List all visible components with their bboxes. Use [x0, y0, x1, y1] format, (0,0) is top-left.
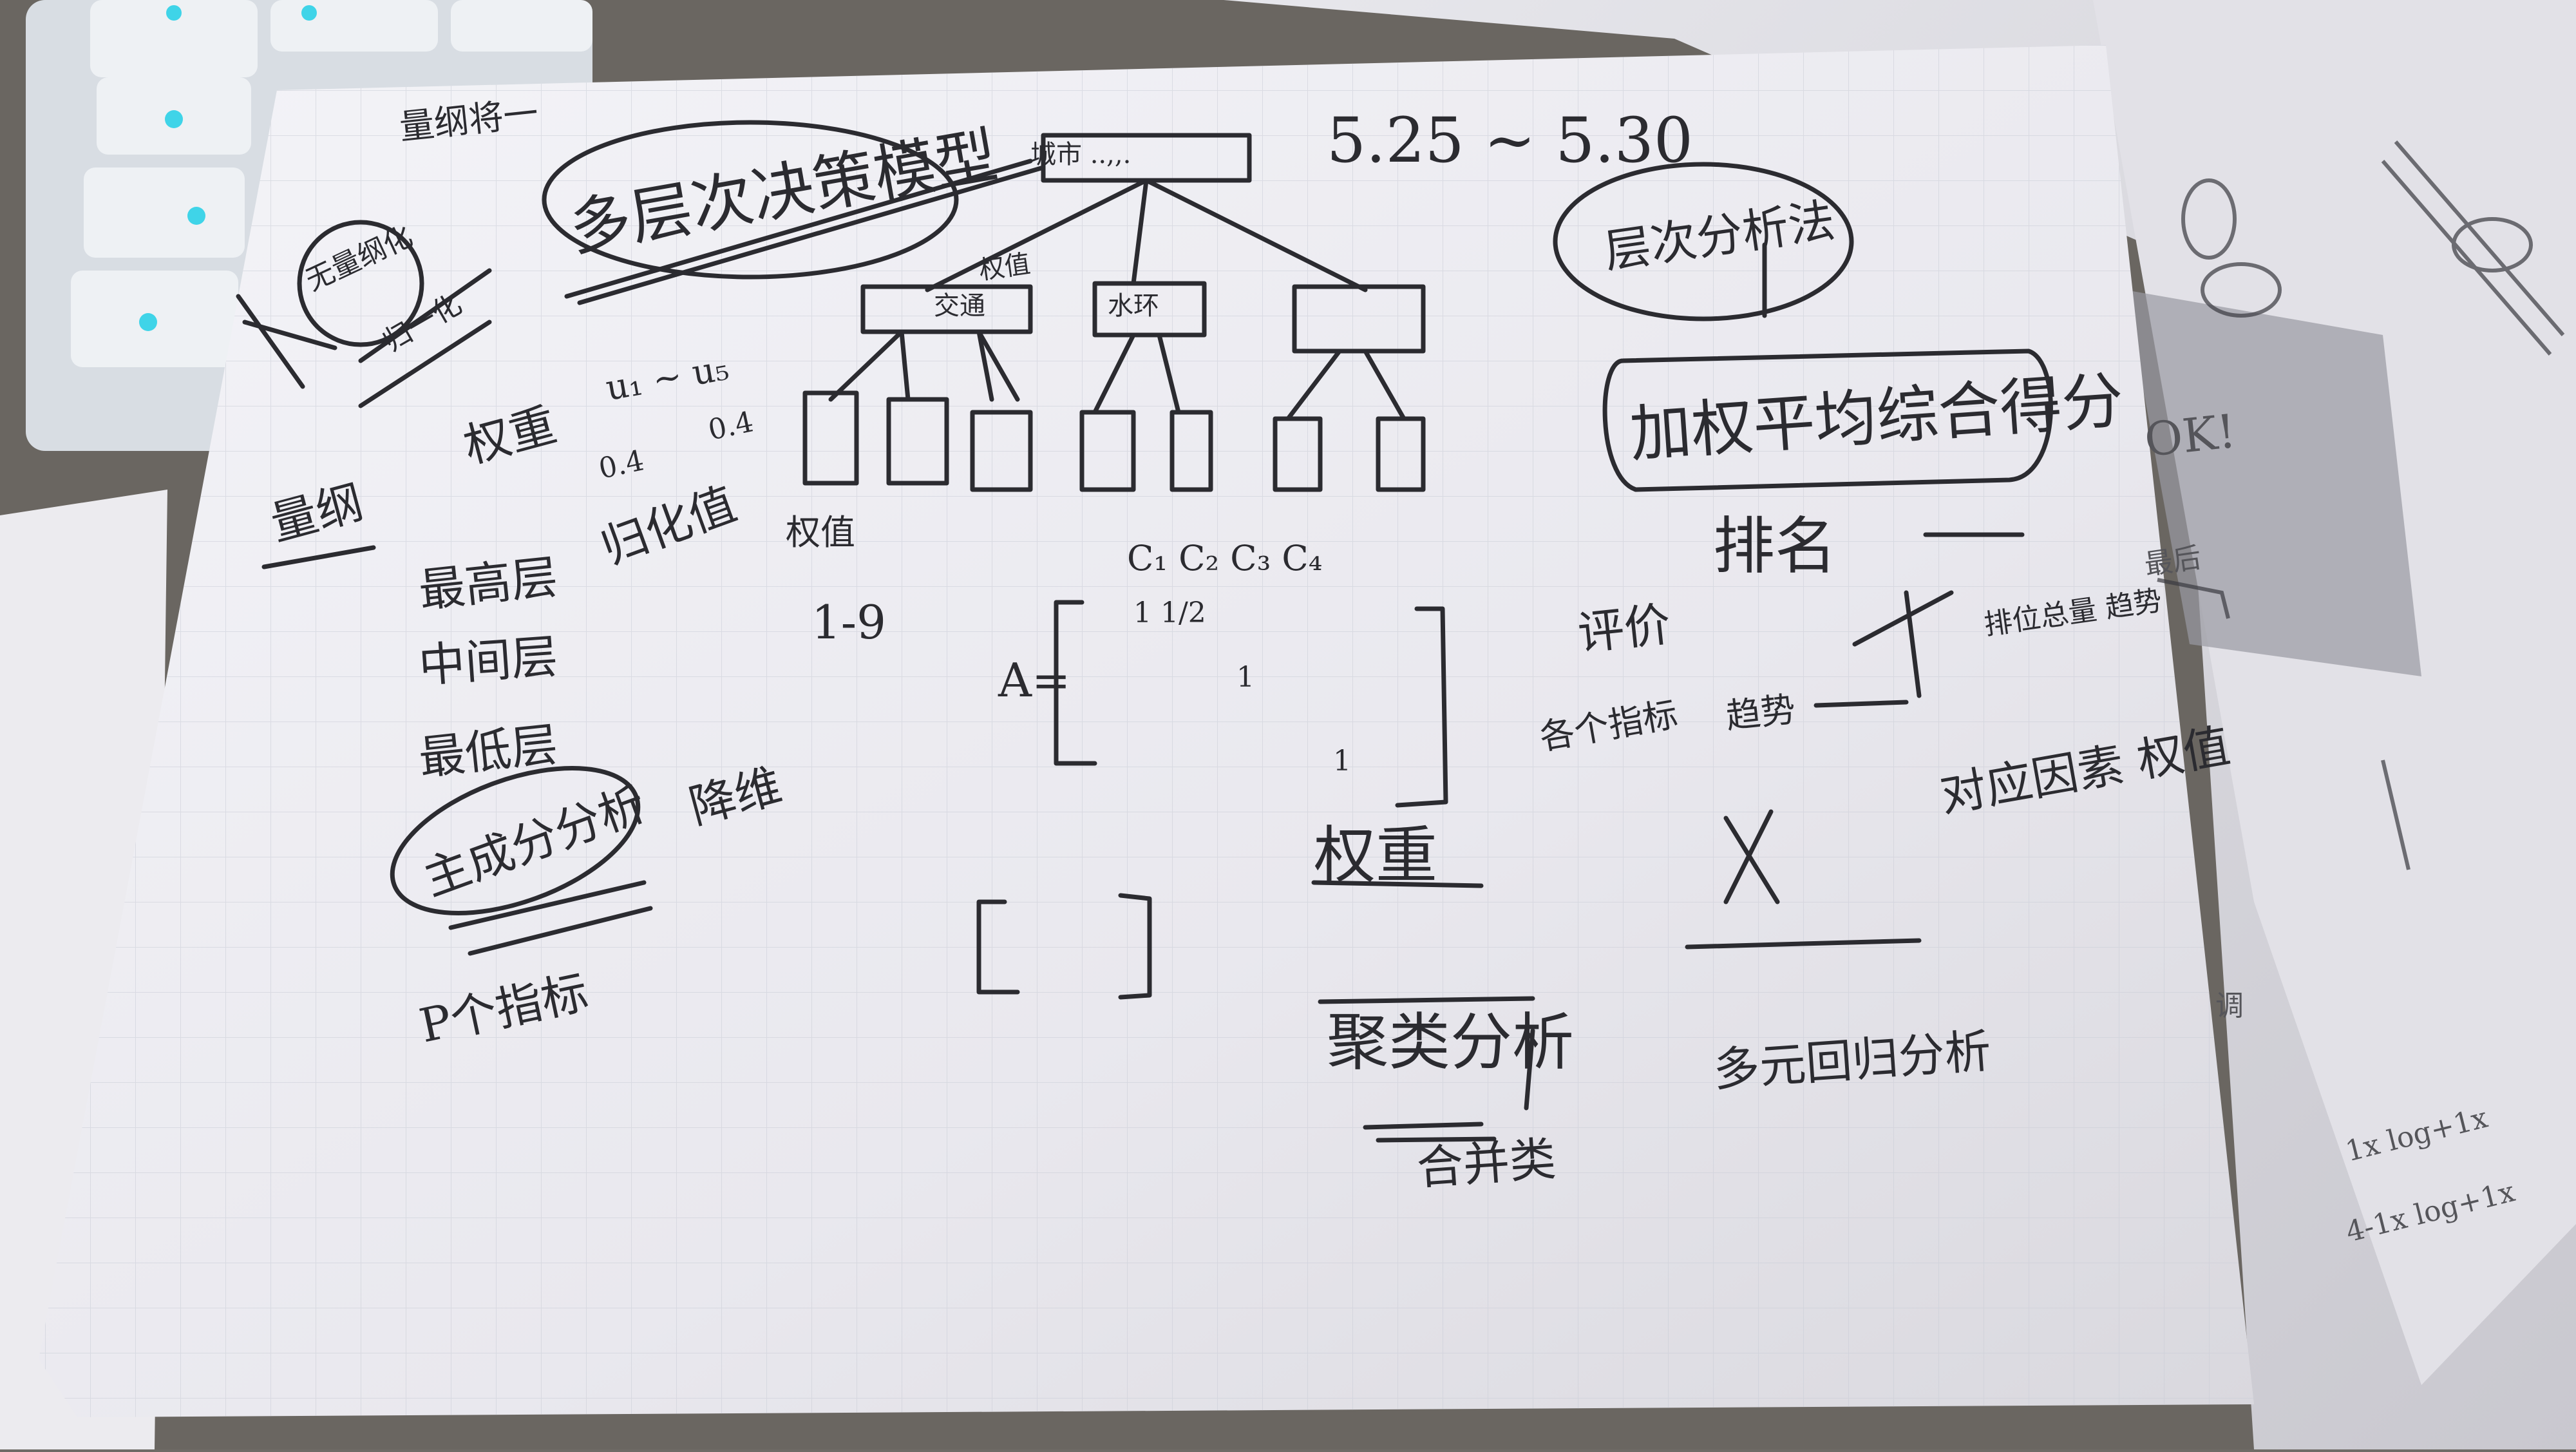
- top-layer: 最高层: [416, 549, 560, 618]
- weight-value-label: 权值: [786, 512, 855, 553]
- evaluate-label: 评价: [1575, 597, 1674, 661]
- ink-drawing: [236, 120, 2053, 1143]
- trend-label: 趋势: [1723, 689, 1797, 737]
- cluster-label: 聚类分析: [1327, 1006, 1574, 1078]
- middle-layer: 中间层: [417, 629, 560, 693]
- bg-note-ok: OK!: [2141, 403, 2239, 468]
- background-scribbles: [2157, 140, 2565, 870]
- matrix-row-1: 1 1/2: [1133, 597, 1206, 629]
- merge-label: 合并类: [1415, 1131, 1558, 1196]
- scale-label: 1-9: [811, 595, 886, 649]
- tree-root-label: 城市 ..,,.: [1030, 140, 1132, 169]
- tree-node-1: 交通: [934, 291, 985, 321]
- tree-node-weight: 权值: [977, 249, 1032, 286]
- bg-note-tune: 调: [2215, 989, 2244, 1022]
- sort-label: 排名: [1713, 510, 1837, 582]
- date-range: 5.25 ~ 5.30: [1327, 104, 1693, 177]
- matrix-row-2: 1: [1236, 661, 1255, 694]
- tree-node-2: 水环: [1108, 291, 1159, 321]
- matrix-row-3: 1: [1333, 745, 1351, 778]
- bg-note-last: 最后: [2142, 541, 2204, 582]
- weights-bottom: 权重: [1314, 819, 1437, 892]
- criteria-labels: C₁ C₂ C₃ C₄: [1127, 538, 1323, 578]
- bottom-layer: 最低层: [416, 716, 560, 786]
- matrix-label: A=: [998, 653, 1071, 707]
- background-paper-shadow: [2125, 290, 2421, 676]
